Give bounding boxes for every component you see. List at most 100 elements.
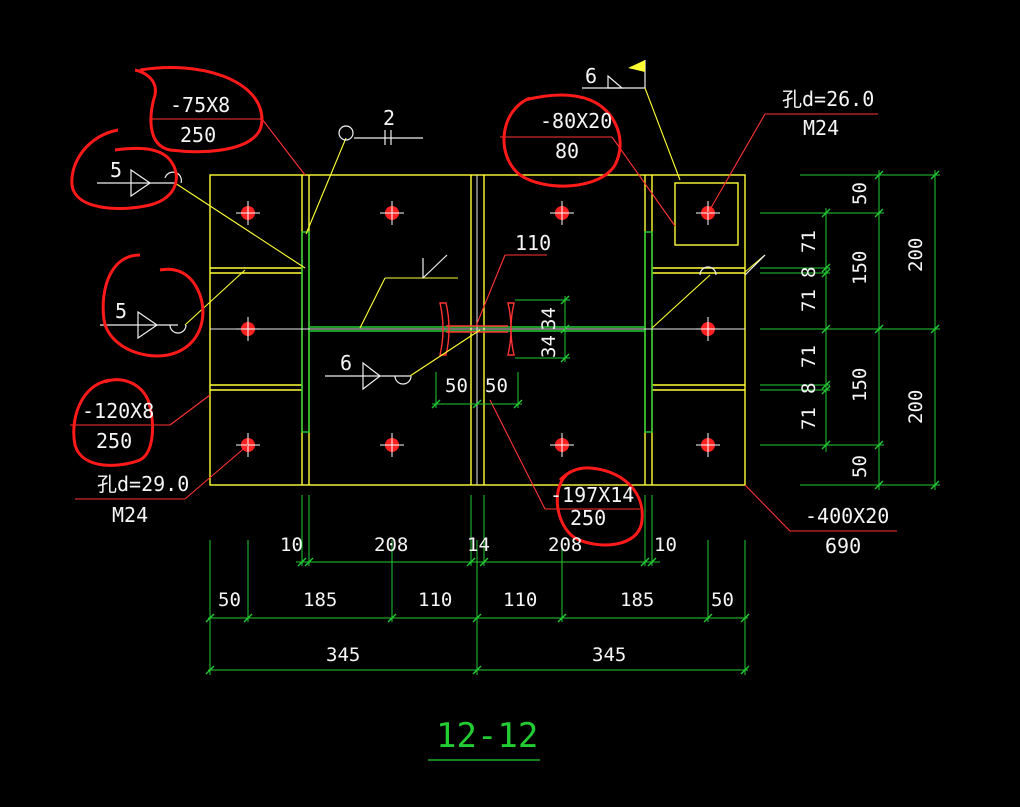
weld-label-6-top: 6 <box>585 64 597 88</box>
weld-tri-5mid <box>137 310 159 340</box>
markup-circles <box>70 65 644 547</box>
weld-symbols <box>97 60 766 391</box>
dim-mid-5: 50 <box>711 589 734 611</box>
weld-leader-right <box>651 274 711 329</box>
weld-label-2: 2 <box>383 106 395 130</box>
dim-tick <box>560 353 570 363</box>
weld-label-6-center: 6 <box>340 351 352 375</box>
dim-center-v-0: 34 <box>538 307 560 330</box>
markup-circle-5top <box>70 128 178 210</box>
dim-tick <box>560 295 570 305</box>
dim-tick <box>930 170 940 180</box>
leader-110-diag <box>475 254 506 327</box>
dim-mid-1: 185 <box>303 589 337 611</box>
dim-tick <box>821 324 831 334</box>
weld-circle-5mid <box>169 324 187 334</box>
dim-tick <box>640 557 650 567</box>
dim-tick <box>821 208 831 218</box>
dim-right-small-0: 50 <box>849 182 871 205</box>
dim-right-small-7: 50 <box>849 455 871 478</box>
label-hole-right-bolt: M24 <box>803 116 839 140</box>
leader-400x20-diag <box>744 484 791 532</box>
dim-tick <box>557 613 567 623</box>
dim-tick <box>821 380 831 390</box>
label-hole-right: 孔d=26.0 <box>782 87 874 111</box>
label-hole-left: 孔d=29.0 <box>97 472 189 496</box>
green-plate-right <box>644 231 653 433</box>
leader-hole-l-diag <box>184 444 249 500</box>
dimension-texts: 10 208 14 208 10 50 185 110 110 185 50 3… <box>218 182 927 666</box>
dim-bottom-0: 345 <box>326 644 360 666</box>
weld-right-ref <box>744 254 766 276</box>
centerlines <box>210 175 745 485</box>
bolt-hole <box>696 317 720 341</box>
dim-tick <box>387 613 397 623</box>
label-197x14-size: -197X14 <box>550 483 634 507</box>
dim-tick <box>930 324 940 334</box>
dim-tick <box>513 399 523 409</box>
weld-leader-5top <box>174 182 306 269</box>
weld-flag <box>628 60 645 72</box>
weld-leader-6c <box>409 329 481 377</box>
bolt-hole <box>380 433 404 457</box>
weld-leader-6top <box>644 87 681 181</box>
label-120x8-size: -120X8 <box>82 399 154 423</box>
dim-inner-2: 14 <box>467 534 490 556</box>
dim-tick <box>821 263 831 273</box>
dim-right-small-6: 71 <box>798 407 820 430</box>
dim-tick <box>874 480 884 490</box>
label-80x20-size: -80X20 <box>540 109 612 133</box>
bolt-hole <box>380 201 404 225</box>
dim-inner-1: 208 <box>374 534 408 556</box>
dim-tick <box>874 208 884 218</box>
label-120x8-len: 250 <box>96 429 132 453</box>
markup-circle-197x14 <box>555 466 644 547</box>
dim-right-outer-1: 200 <box>905 390 927 424</box>
markup-circle-75x8 <box>134 65 264 154</box>
leader-120x8-diag <box>169 394 211 426</box>
leader-75x8-diag <box>261 118 306 176</box>
dim-center-h-0: 50 <box>445 375 468 397</box>
label-hole-left-bolt: M24 <box>112 503 148 527</box>
dim-tick <box>466 557 476 567</box>
weld-tri-5top <box>130 168 152 198</box>
dim-inner-4: 10 <box>654 534 677 556</box>
dim-tick <box>304 557 314 567</box>
label-110: 110 <box>515 231 551 255</box>
flange-left <box>439 302 450 356</box>
dim-tick <box>874 324 884 334</box>
dim-tick <box>821 440 831 450</box>
green-plate-left <box>301 231 310 433</box>
bolt-hole <box>236 201 260 225</box>
dim-right-small-2: 8 <box>798 267 820 278</box>
dim-mid-4: 185 <box>620 589 654 611</box>
weld-leader-slant <box>359 277 386 329</box>
weld-label-5-mid: 5 <box>115 299 127 323</box>
label-80x20-len: 80 <box>555 139 579 163</box>
end-plate-box <box>674 182 739 246</box>
weld-circle-2 <box>338 125 354 141</box>
dim-tick <box>472 665 482 675</box>
dim-tick <box>740 665 750 675</box>
label-75x8-len: 250 <box>180 123 216 147</box>
weld-slant-tick <box>422 254 448 279</box>
leader-80x20-diag <box>611 136 676 227</box>
dim-tick <box>243 613 253 623</box>
dim-tick <box>874 170 884 180</box>
dim-right-outer-0: 200 <box>905 238 927 272</box>
dim-tick <box>205 665 215 675</box>
flange-right <box>507 302 515 356</box>
dim-center-v-1: 34 <box>538 335 560 358</box>
dim-right-small-3: 71 <box>798 289 820 312</box>
dim-tick <box>297 557 307 567</box>
dim-tick <box>472 399 482 409</box>
dim-tick <box>703 613 713 623</box>
dim-tick <box>740 613 750 623</box>
dim-right-mid-0: 150 <box>849 251 871 285</box>
weld-label-5-top: 5 <box>110 158 122 182</box>
dim-right-mid-1: 150 <box>849 368 871 402</box>
leader-hole-r-diag <box>707 113 766 214</box>
dim-tick <box>431 399 441 409</box>
dimension-ticks <box>205 170 940 675</box>
label-197x14-len: 250 <box>570 506 606 530</box>
